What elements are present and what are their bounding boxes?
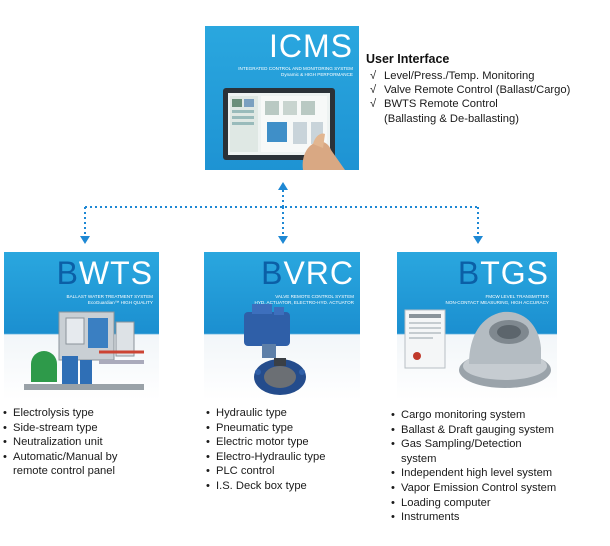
- bvrc-title: BVRC: [261, 255, 354, 292]
- ui-item-ballasting: (Ballasting & De-ballasting): [370, 112, 570, 126]
- bvrc-feature-item: Pneumatic type: [206, 421, 325, 436]
- bwts-feature-item: Electrolysis type: [3, 406, 117, 421]
- btgs-subtitle-1: FMCW LEVEL TRANSMITTER: [485, 294, 549, 299]
- arrow-down-bwts: [80, 236, 90, 244]
- user-interface-list: √ Level/Press./Temp. Monitoring √ Valve Re…: [370, 69, 570, 126]
- bwts-feature-item: Neutralization unit: [3, 435, 117, 450]
- bvrc-feature-item: Hydraulic type: [206, 406, 325, 421]
- icms-title: ICMS: [269, 28, 353, 64]
- bvrc-valve-image: [244, 304, 306, 395]
- bvrc-title-rest: VRC: [283, 255, 354, 291]
- btgs-panel: BTGS FMCW LEVEL TRANSMITTER NON-CONTACT …: [397, 252, 557, 400]
- bvrc-feature-item: PLC control: [206, 464, 325, 479]
- ui-item-level-monitoring: √ Level/Press./Temp. Monitoring: [370, 69, 570, 83]
- bvrc-panel: BVRC VALVE REMOTE CONTROL SYSTEM HYD. AC…: [204, 252, 360, 400]
- check-icon: √: [370, 84, 377, 97]
- bvrc-feature-item: Electric motor type: [206, 435, 325, 450]
- icms-subtitle-1: INTEGRATED CONTROL AND MONITORING SYSTEM: [238, 66, 353, 71]
- check-icon: √: [370, 70, 377, 82]
- bvrc-feature-item: Electro-Hydraulic type: [206, 450, 325, 465]
- bwts-feature-item: Side-stream type: [3, 421, 117, 436]
- bwts-features-list: Electrolysis type Side-stream type Neutr…: [3, 406, 117, 479]
- btgs-transmitter-image: [404, 309, 551, 388]
- bwts-equipment-image: [24, 311, 144, 390]
- bvrc-feature-item: I.S. Deck box type: [206, 479, 325, 494]
- ui-item-text: Level/Press./Temp. Monitoring: [384, 70, 535, 82]
- bvrc-title-first-letter: B: [261, 255, 284, 291]
- bwts-subtitle-1: BALLAST WATER TREATMENT SYSTEM: [66, 294, 153, 299]
- btgs-title: BTGS: [458, 255, 549, 292]
- user-interface-heading: User Interface: [366, 52, 450, 66]
- bwts-feature-item: Automatic/Manual by: [3, 450, 117, 465]
- bvrc-features-list: Hydraulic type Pneumatic type Electric m…: [206, 406, 325, 494]
- icms-touchscreen-photo: [223, 88, 345, 170]
- bwts-subtitle-2: EcoGuardian™ HIGH QUALITY: [87, 300, 153, 305]
- bwts-title-rest: WTS: [78, 255, 153, 291]
- bvrc-subtitle-2: HYD. ACTUATOR, ELECTRO-HYD. ACTUATOR: [254, 300, 354, 305]
- btgs-feature-item: Ballast & Draft gauging system: [391, 423, 556, 438]
- icms-subtitle-2: Dynamic & HIGH PERFORMANCE: [281, 72, 353, 77]
- btgs-title-rest: TGS: [480, 255, 549, 291]
- btgs-feature-item: Loading computer: [391, 496, 556, 511]
- ui-item-valve-remote: √ Valve Remote Control (Ballast/Cargo): [370, 83, 570, 97]
- btgs-feature-item: Cargo monitoring system: [391, 408, 556, 423]
- bwts-title: BWTS: [57, 255, 153, 292]
- arrow-up-icms: [278, 182, 288, 190]
- arrow-down-btgs: [473, 236, 483, 244]
- icms-panel: ICMS INTEGRATED CONTROL AND MONITORING S…: [205, 26, 359, 170]
- arrow-down-bvrc: [278, 236, 288, 244]
- btgs-feature-item: Independent high level system: [391, 466, 556, 481]
- btgs-feature-item: Instruments: [391, 510, 556, 525]
- ui-item-text: (Ballasting & De-ballasting): [384, 112, 519, 125]
- btgs-subtitle-2: NON-CONTACT MEASURING, HIGH ACCURACY: [445, 300, 549, 305]
- ui-item-text: Valve Remote Control (Ballast/Cargo): [384, 84, 571, 97]
- bvrc-subtitle-1: VALVE REMOTE CONTROL SYSTEM: [275, 294, 354, 299]
- bwts-title-first-letter: B: [56, 255, 79, 291]
- btgs-title-first-letter: B: [457, 255, 481, 291]
- btgs-features-list: Cargo monitoring system Ballast & Draft …: [391, 408, 556, 525]
- bwts-feature-item-continuation: remote control panel: [13, 465, 115, 478]
- bwts-panel: BWTS BALLAST WATER TREATMENT SYSTEM EcoG…: [4, 252, 159, 400]
- ui-item-text: BWTS Remote Control: [384, 98, 498, 111]
- check-icon: √: [370, 98, 377, 111]
- btgs-feature-item: Gas Sampling/Detection: [391, 437, 556, 452]
- btgs-feature-item: Vapor Emission Control system: [391, 481, 556, 496]
- btgs-feature-item-continuation: system: [401, 452, 437, 465]
- ui-item-bwts-remote: √ BWTS Remote Control: [370, 97, 570, 111]
